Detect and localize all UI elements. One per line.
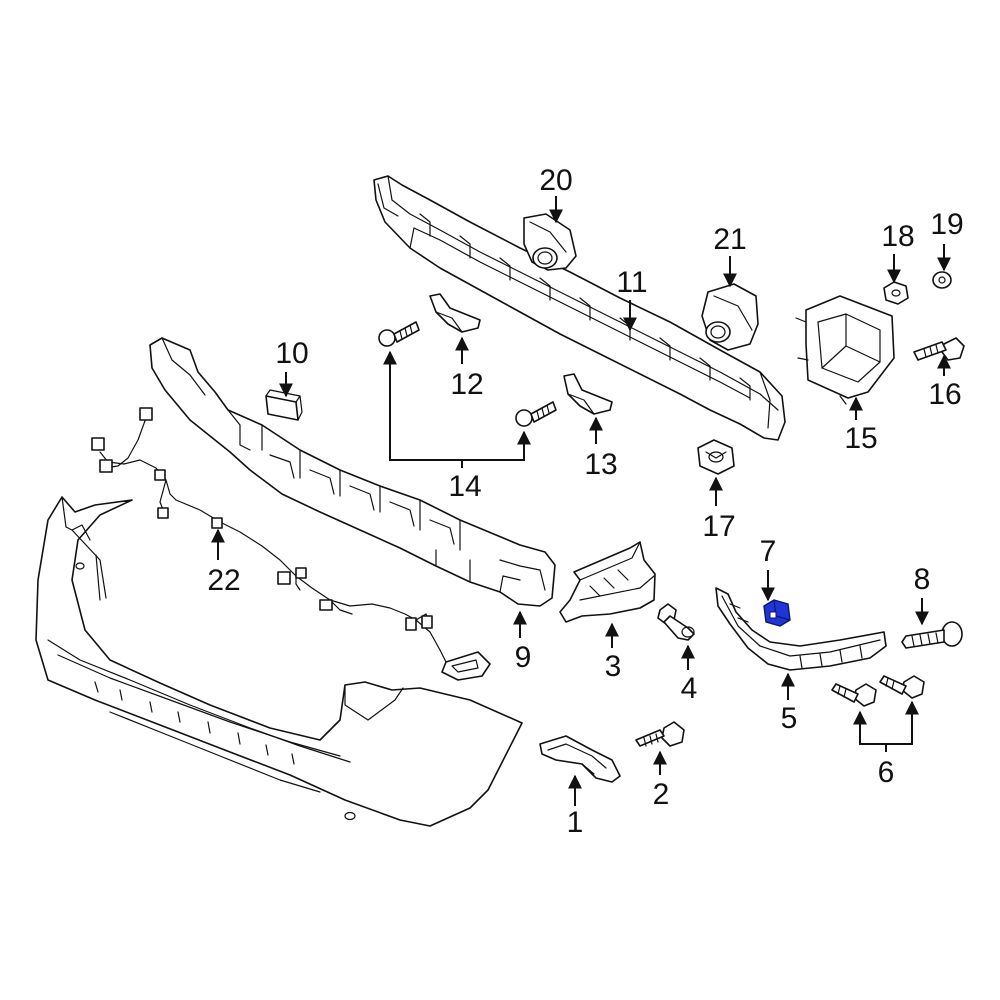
callout-14: 14	[448, 470, 481, 503]
callout-2: 2	[653, 778, 670, 811]
nut-17	[697, 439, 735, 475]
callout-3: 3	[605, 650, 622, 683]
parking-sensor-20	[523, 213, 577, 271]
leader-lines	[211, 196, 951, 806]
push-pin-8	[901, 621, 963, 649]
energy-absorber	[149, 337, 556, 607]
parking-sensor-21	[701, 283, 759, 351]
bumper-cover	[35, 496, 523, 827]
bracket-13	[563, 373, 613, 415]
bolt-16	[913, 337, 965, 361]
nut-18	[883, 281, 909, 305]
callout-4: 4	[681, 672, 698, 705]
callout-1: 1	[567, 806, 584, 839]
callout-22: 22	[207, 564, 240, 597]
bolt-4	[657, 603, 695, 641]
callout-16: 16	[928, 378, 961, 411]
callout-8: 8	[914, 563, 931, 596]
bracket-5	[715, 587, 887, 671]
callout-11: 11	[616, 266, 647, 299]
callout-13: 13	[584, 448, 617, 481]
callout-5: 5	[781, 702, 798, 735]
parking-sensor-wiring-harness	[91, 407, 491, 681]
bolt-6-left	[831, 683, 877, 707]
callout-6: 6	[878, 756, 895, 789]
callout-15: 15	[844, 422, 877, 455]
clip-10	[265, 389, 303, 421]
callout-17: 17	[702, 510, 735, 543]
retainer-7-highlighted	[763, 599, 791, 627]
bracket-3	[559, 541, 656, 623]
bracket-12	[429, 293, 481, 333]
bolt-14-upper	[378, 321, 420, 347]
bolt-2	[635, 721, 685, 747]
bolt-14-lower	[515, 401, 557, 427]
bolt-6-right	[879, 675, 925, 699]
callout-18: 18	[881, 220, 914, 253]
reinforcement-beam	[373, 175, 786, 441]
callout-7: 7	[760, 535, 777, 568]
callout-19: 19	[930, 208, 963, 241]
callout-21: 21	[713, 223, 746, 256]
callout-20: 20	[539, 164, 572, 197]
bracket-15	[795, 295, 895, 405]
callout-9: 9	[515, 641, 532, 674]
washer-19	[932, 271, 952, 289]
callout-10: 10	[275, 337, 308, 370]
callout-labels: 1 2 3 4 5 6 7 8 9 10 11 12 13 14 15 16 1…	[207, 164, 963, 839]
bracket-1	[539, 735, 621, 783]
callout-12: 12	[450, 368, 483, 401]
